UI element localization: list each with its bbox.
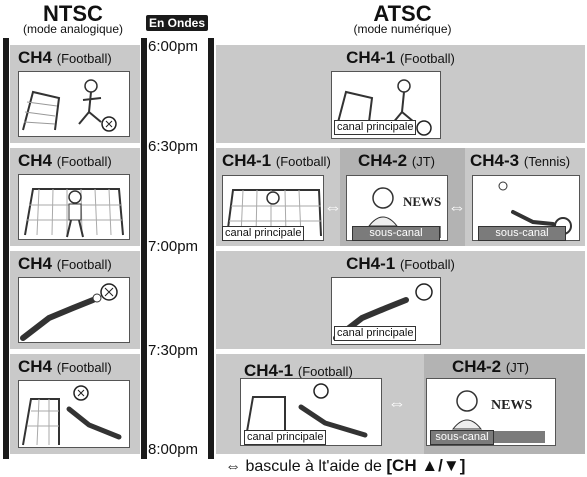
subchannel-label: sous-canal	[478, 226, 566, 241]
footer-instruction: ⇔ bascule à lt'aide de [CH ▲/▼]	[225, 456, 465, 476]
main-channel-label: canal principale	[244, 430, 326, 445]
subchannel-label: sous-canal	[352, 226, 440, 241]
switch-arrow-icon: ⇔	[324, 198, 342, 216]
onair-left-bar	[141, 38, 147, 459]
onair-badge: En Ondes	[146, 15, 208, 31]
ntsc-timeline-bar	[3, 38, 9, 459]
switch-arrow-icon: ⇔	[225, 458, 241, 475]
goalkeeper-dive-illustration	[18, 277, 130, 343]
ntsc-row: CH4 (Football)	[10, 251, 140, 349]
ntsc-channel-title: CH4 (Football)	[18, 357, 112, 377]
atsc-channel-title: CH4-1 (Football)	[216, 48, 585, 68]
onair-right-bar	[208, 38, 214, 459]
ntsc-channel-title: CH4 (Football)	[18, 48, 112, 68]
svg-text:NEWS: NEWS	[403, 194, 441, 209]
main-channel-label: canal principale	[334, 120, 416, 135]
time-label: 7:30pm	[148, 342, 198, 359]
atsc-channel-title: CH4-2 (JT)	[358, 151, 435, 171]
main-channel-label: canal principale	[334, 326, 416, 341]
ntsc-row: CH4 (Football)	[10, 148, 140, 246]
goalkeeper-save-illustration	[18, 380, 130, 448]
ntsc-row: CH4 (Football)	[10, 354, 140, 454]
atsc-channel-title: CH4-1 (Football)	[216, 254, 585, 274]
atsc-row: CH4-1 (Football) CH4-2 (JT) CH4-3 (Tenni…	[216, 148, 585, 246]
goal-net-illustration	[18, 174, 130, 240]
ntsc-channel-title: CH4 (Football)	[18, 254, 112, 274]
atsc-row: CH4-1 (Football) canal principale	[216, 251, 585, 349]
footer-text: bascule à lt'aide de	[245, 458, 381, 475]
ntsc-channel-title: CH4 (Football)	[18, 151, 112, 171]
atsc-row: CH4-1 (Football) canal principale	[216, 45, 585, 143]
time-label: 6:00pm	[148, 38, 198, 55]
ntsc-row: CH4 (Football)	[10, 45, 140, 143]
atsc-channel-title: CH4-1 (Football)	[222, 151, 331, 171]
time-label: 8:00pm	[148, 441, 198, 458]
ntsc-title: NTSC	[0, 4, 146, 24]
channel-keys: [CH ▲/▼]	[386, 456, 465, 475]
switch-arrow-icon: ⇔	[448, 198, 466, 216]
main-channel-label: canal principale	[222, 226, 304, 241]
atsc-subtitle: (mode numérique)	[218, 23, 587, 35]
switch-arrow-icon: ⇔	[388, 394, 406, 412]
ntsc-subtitle: (mode analogique)	[0, 23, 146, 35]
svg-text:NEWS: NEWS	[491, 398, 532, 413]
atsc-row: CH4-1 (Football) CH4-2 (JT) canal princi…	[216, 354, 585, 454]
atsc-title: ATSC	[218, 4, 587, 24]
subchannel-label: sous-canal	[430, 430, 494, 445]
time-label: 7:00pm	[148, 238, 198, 255]
football-kicker-illustration	[18, 71, 130, 137]
time-label: 6:30pm	[148, 138, 198, 155]
atsc-channel-title: CH4-2 (JT)	[452, 357, 529, 377]
atsc-channel-title: CH4-3 (Tennis)	[470, 151, 570, 171]
